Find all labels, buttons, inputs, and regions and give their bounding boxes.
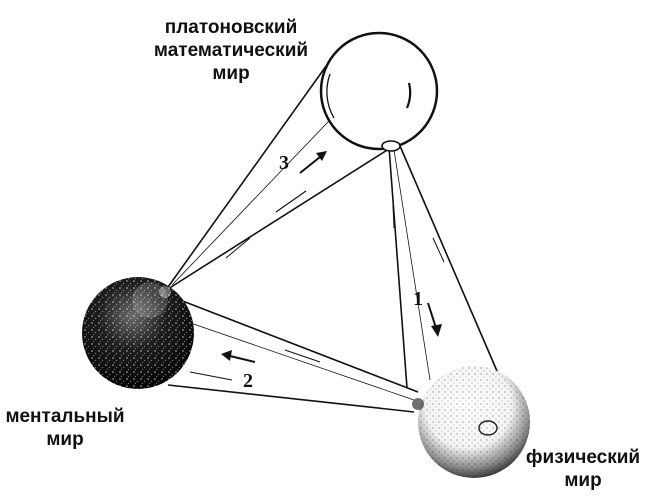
arrow-2-label: 2 — [243, 370, 253, 392]
physical-world-label: физический мир — [523, 446, 643, 492]
physical-label-line-2: мир — [523, 469, 643, 492]
platonic-world-label: платоновский математический мир — [141, 16, 321, 85]
physical-label-line-1: физический — [523, 446, 643, 469]
mental-label-line-1: ментальный — [0, 405, 130, 428]
mental-label-line-2: мир — [0, 428, 130, 451]
platonic-world-sphere — [321, 33, 437, 151]
mental-world-sphere — [82, 277, 194, 389]
platonic-label-line-2: математический — [141, 39, 321, 62]
arrow-1: 1 — [413, 288, 442, 337]
cone-platonic-to-physical — [389, 146, 500, 388]
arrow-3: 3 — [279, 151, 327, 174]
cone-physical-to-mental — [168, 300, 418, 412]
physical-world-sphere — [412, 366, 530, 478]
platonic-label-line-3: мир — [141, 62, 321, 85]
arrow-3-label: 3 — [279, 152, 289, 174]
arrow-2: 2 — [221, 350, 255, 392]
arrow-1-label: 1 — [413, 288, 423, 310]
mental-world-label: ментальный мир — [0, 405, 130, 451]
platonic-label-line-1: платоновский — [141, 16, 321, 39]
